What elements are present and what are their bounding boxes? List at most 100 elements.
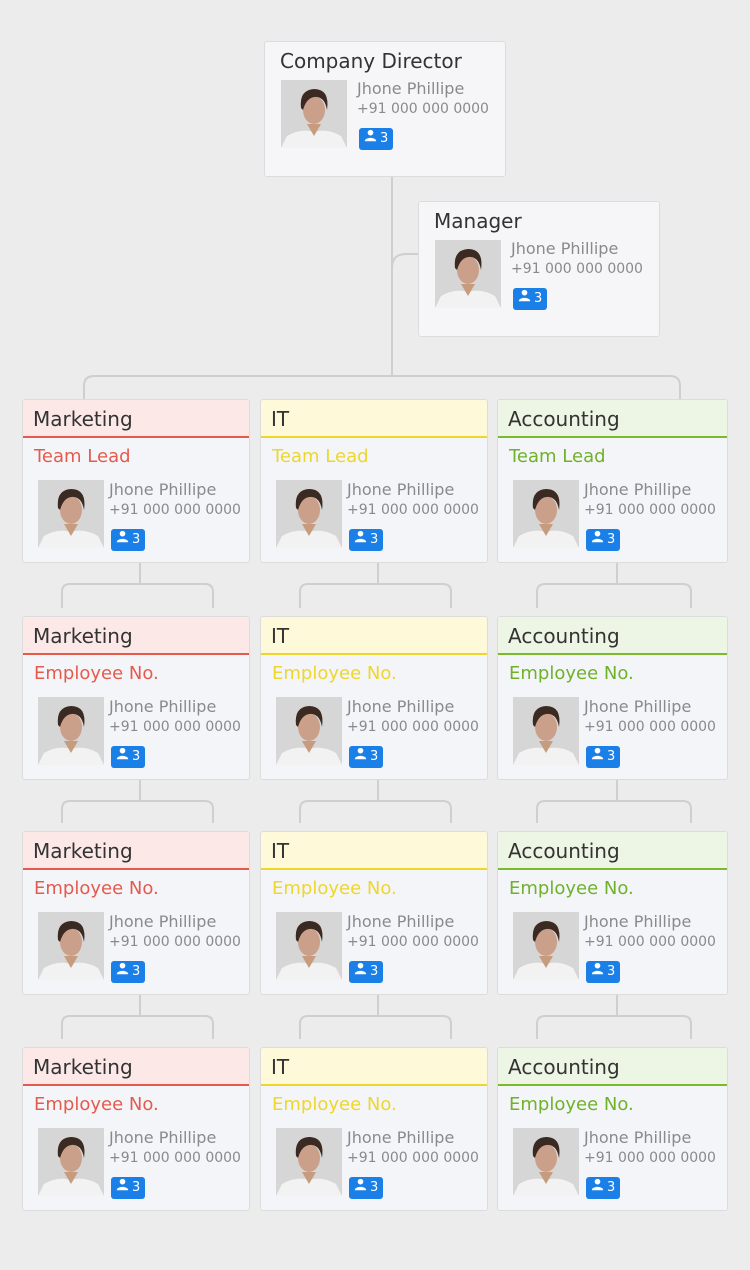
person-phone: +91 000 000 0000	[584, 719, 716, 735]
avatar	[513, 480, 579, 548]
connector-line	[536, 995, 692, 1039]
connector-line	[299, 563, 452, 608]
person-name: Jhone Phillipe	[511, 239, 619, 258]
reports-badge[interactable]: 3	[586, 529, 621, 551]
reports-count: 3	[370, 964, 379, 979]
reports-count: 3	[607, 964, 616, 979]
reports-badge[interactable]: 3	[359, 128, 394, 150]
person-name: Jhone Phillipe	[584, 697, 692, 716]
reports-count: 3	[534, 291, 543, 306]
user-icon	[591, 1177, 604, 1199]
dept-name: Accounting	[498, 832, 727, 870]
user-icon	[116, 529, 129, 551]
avatar	[38, 912, 104, 980]
dept-card[interactable]: Marketing Employee No. Jhone Phillipe +9…	[22, 616, 250, 780]
person-name: Jhone Phillipe	[584, 912, 692, 931]
person-name: Jhone Phillipe	[584, 480, 692, 499]
dept-card[interactable]: Accounting Employee No. Jhone Phillipe +…	[497, 616, 728, 780]
job-title: Employee No.	[272, 1094, 397, 1115]
dept-card[interactable]: IT Employee No. Jhone Phillipe +91 000 0…	[260, 831, 488, 995]
reports-count: 3	[132, 1180, 141, 1195]
avatar	[38, 1128, 104, 1196]
reports-count: 3	[370, 1180, 379, 1195]
avatar	[276, 480, 342, 548]
reports-badge[interactable]: 3	[586, 746, 621, 768]
job-title: Employee No.	[509, 663, 634, 684]
job-title: Employee No.	[34, 878, 159, 899]
reports-badge[interactable]: 3	[349, 746, 384, 768]
user-icon	[364, 128, 377, 150]
connector-line	[536, 780, 692, 823]
user-icon	[354, 961, 367, 983]
reports-badge[interactable]: 3	[111, 746, 146, 768]
person-phone: +91 000 000 0000	[109, 934, 241, 950]
job-title: Employee No.	[34, 1094, 159, 1115]
reports-count: 3	[607, 749, 616, 764]
dept-card[interactable]: Marketing Employee No. Jhone Phillipe +9…	[22, 831, 250, 995]
director-card[interactable]: Company Director Jhone Phillipe +91 000 …	[264, 41, 506, 177]
reports-badge[interactable]: 3	[349, 529, 384, 551]
person-name: Jhone Phillipe	[347, 912, 455, 931]
connector-line	[61, 780, 214, 823]
dept-card[interactable]: Accounting Employee No. Jhone Phillipe +…	[497, 1047, 728, 1211]
manager-role: Manager	[434, 209, 522, 233]
reports-count: 3	[380, 131, 389, 146]
reports-badge[interactable]: 3	[111, 1177, 146, 1199]
dept-card[interactable]: Marketing Employee No. Jhone Phillipe +9…	[22, 1047, 250, 1211]
job-title: Team Lead	[509, 446, 606, 467]
job-title: Employee No.	[509, 1094, 634, 1115]
avatar	[435, 240, 501, 308]
connector-line	[536, 563, 692, 608]
reports-count: 3	[370, 532, 379, 547]
dept-name: Accounting	[498, 400, 727, 438]
person-phone: +91 000 000 0000	[584, 934, 716, 950]
dept-name: Marketing	[23, 832, 249, 870]
reports-badge[interactable]: 3	[349, 961, 384, 983]
reports-count: 3	[607, 532, 616, 547]
avatar	[276, 912, 342, 980]
reports-count: 3	[132, 749, 141, 764]
person-name: Jhone Phillipe	[109, 912, 217, 931]
reports-count: 3	[607, 1180, 616, 1195]
dept-card[interactable]: Accounting Employee No. Jhone Phillipe +…	[497, 831, 728, 995]
avatar	[513, 912, 579, 980]
connector-line	[299, 780, 452, 823]
reports-badge[interactable]: 3	[111, 961, 146, 983]
reports-badge[interactable]: 3	[586, 1177, 621, 1199]
person-name: Jhone Phillipe	[347, 480, 455, 499]
person-phone: +91 000 000 0000	[347, 1150, 479, 1166]
manager-card[interactable]: Manager Jhone Phillipe +91 000 000 0000 …	[418, 201, 660, 337]
avatar	[38, 697, 104, 765]
reports-badge[interactable]: 3	[513, 288, 548, 310]
connector-line	[61, 563, 214, 608]
person-phone: +91 000 000 0000	[109, 502, 241, 518]
dept-card[interactable]: Marketing Team Lead Jhone Phillipe +91 0…	[22, 399, 250, 563]
person-name: Jhone Phillipe	[584, 1128, 692, 1147]
reports-count: 3	[370, 749, 379, 764]
reports-badge[interactable]: 3	[586, 961, 621, 983]
person-name: Jhone Phillipe	[347, 697, 455, 716]
avatar	[281, 80, 347, 148]
person-name: Jhone Phillipe	[347, 1128, 455, 1147]
user-icon	[354, 746, 367, 768]
job-title: Employee No.	[272, 663, 397, 684]
dept-card[interactable]: Accounting Team Lead Jhone Phillipe +91 …	[497, 399, 728, 563]
person-phone: +91 000 000 0000	[109, 719, 241, 735]
reports-badge[interactable]: 3	[349, 1177, 384, 1199]
dept-card[interactable]: IT Employee No. Jhone Phillipe +91 000 0…	[260, 616, 488, 780]
job-title: Team Lead	[272, 446, 369, 467]
person-phone: +91 000 000 0000	[511, 261, 643, 277]
job-title: Employee No.	[272, 878, 397, 899]
person-phone: +91 000 000 0000	[347, 719, 479, 735]
dept-name: Accounting	[498, 1048, 727, 1086]
dept-card[interactable]: IT Employee No. Jhone Phillipe +91 000 0…	[260, 1047, 488, 1211]
connector-line	[61, 995, 214, 1039]
person-phone: +91 000 000 0000	[109, 1150, 241, 1166]
dept-card[interactable]: IT Team Lead Jhone Phillipe +91 000 000 …	[260, 399, 488, 563]
person-name: Jhone Phillipe	[357, 79, 465, 98]
user-icon	[116, 746, 129, 768]
user-icon	[591, 529, 604, 551]
reports-badge[interactable]: 3	[111, 529, 146, 551]
user-icon	[591, 961, 604, 983]
